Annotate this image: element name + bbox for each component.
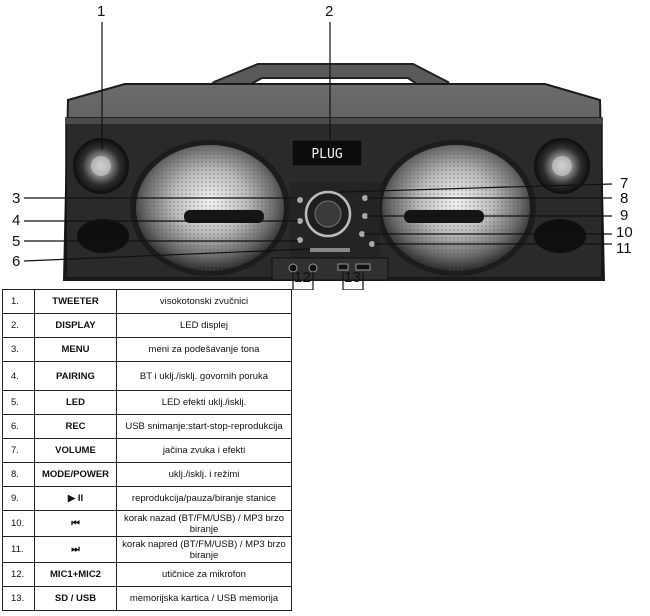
row-number: 3. bbox=[2, 337, 35, 362]
row-number: 10. bbox=[2, 510, 35, 537]
callout-13: 13 bbox=[344, 269, 361, 286]
row-number: 8. bbox=[2, 462, 35, 487]
row-number: 9. bbox=[2, 486, 35, 511]
prev-button[interactable] bbox=[359, 231, 365, 237]
tweeter-left bbox=[73, 138, 129, 194]
callout-12: 12 bbox=[294, 269, 311, 286]
table-row: 7. VOLUME jačina zvuka i efekti bbox=[2, 438, 292, 463]
menu-button[interactable] bbox=[297, 197, 303, 203]
callout-8: 8 bbox=[620, 190, 629, 207]
row-desc: meni za podešavanje tona bbox=[116, 337, 292, 362]
play-pause-button[interactable] bbox=[362, 213, 368, 219]
mode-power-button[interactable] bbox=[362, 195, 368, 201]
callout-2: 2 bbox=[325, 3, 334, 20]
row-name: ▶ II bbox=[34, 486, 117, 511]
row-number: 6. bbox=[2, 414, 35, 439]
row-name: MODE/POWER bbox=[34, 462, 117, 487]
callout-5: 5 bbox=[12, 233, 21, 250]
table-row: 12. MIC1+MIC2 utičnice za mikrofon bbox=[2, 562, 292, 587]
table-row: 3. MENU meni za podešavanje tona bbox=[2, 337, 292, 362]
rec-button[interactable] bbox=[310, 248, 350, 252]
callout-10: 10 bbox=[616, 224, 633, 241]
product-figure: PLUG bbox=[0, 0, 650, 304]
row-name: LED bbox=[34, 390, 117, 415]
row-desc: korak nazad (BT/FM/USB) / MP3 brzo biran… bbox=[116, 510, 292, 537]
bass-port-left bbox=[77, 219, 129, 253]
row-name: TWEETER bbox=[34, 289, 117, 314]
callout-11: 11 bbox=[616, 240, 632, 257]
row-desc: uklj./isklj. i režimi bbox=[116, 462, 292, 487]
row-number: 11. bbox=[2, 536, 35, 563]
row-name: REC bbox=[34, 414, 117, 439]
row-desc: jačina zvuka i efekti bbox=[116, 438, 292, 463]
led-display: PLUG bbox=[291, 139, 363, 167]
table-row: 13. SD / USB memorijska kartica / USB me… bbox=[2, 586, 292, 611]
speaker-illustration: PLUG bbox=[23, 22, 613, 304]
row-desc: reprodukcija/pauza/biranje stanice bbox=[116, 486, 292, 511]
usb-port[interactable] bbox=[355, 263, 371, 271]
callout-1: 1 bbox=[97, 3, 106, 20]
row-name: VOLUME bbox=[34, 438, 117, 463]
row-desc: USB snimanje:start-stop-reprodukcija bbox=[116, 414, 292, 439]
table-row: 4. PAIRING BT i uklj./isklj. govornih po… bbox=[2, 361, 292, 391]
callout-6: 6 bbox=[12, 253, 21, 270]
callout-3: 3 bbox=[12, 190, 21, 207]
led-button[interactable] bbox=[297, 237, 303, 243]
row-name: MENU bbox=[34, 337, 117, 362]
row-desc: LED displej bbox=[116, 313, 292, 338]
table-row: 2. DISPLAY LED displej bbox=[2, 313, 292, 338]
row-number: 2. bbox=[2, 313, 35, 338]
row-desc: korak napred (BT/FM/USB) / MP3 brzo bira… bbox=[116, 536, 292, 563]
table-row: 6. REC USB snimanje:start-stop-reprodukc… bbox=[2, 414, 292, 439]
row-desc: LED efekti uklj./isklj. bbox=[116, 390, 292, 415]
table-row: 11. ⏭ korak napred (BT/FM/USB) / MP3 brz… bbox=[2, 536, 292, 563]
row-name: DISPLAY bbox=[34, 313, 117, 338]
row-desc: BT i uklj./isklj. govornih poruka bbox=[116, 361, 292, 391]
row-desc: visokotonski zvučnici bbox=[116, 289, 292, 314]
controls-table: 1. TWEETER visokotonski zvučnici 2. DISP… bbox=[2, 289, 292, 611]
table-row: 5. LED LED efekti uklj./isklj. bbox=[2, 390, 292, 415]
row-number: 4. bbox=[2, 361, 35, 391]
table-row: 1. TWEETER visokotonski zvučnici bbox=[2, 289, 292, 314]
row-number: 5. bbox=[2, 390, 35, 415]
row-desc: memorijska kartica / USB memorija bbox=[116, 586, 292, 611]
pairing-button[interactable] bbox=[297, 218, 303, 224]
sd-slot[interactable] bbox=[337, 263, 349, 271]
row-name: PAIRING bbox=[34, 361, 117, 391]
callout-4: 4 bbox=[12, 212, 21, 229]
display-text: PLUG bbox=[311, 147, 342, 162]
woofer-left bbox=[130, 140, 290, 276]
io-panel bbox=[271, 257, 389, 281]
table-row: 10. ⏮ korak nazad (BT/FM/USB) / MP3 brzo… bbox=[2, 510, 292, 537]
table-row: 9. ▶ II reprodukcija/pauza/biranje stani… bbox=[2, 486, 292, 511]
row-number: 1. bbox=[2, 289, 35, 314]
row-number: 7. bbox=[2, 438, 35, 463]
next-button[interactable] bbox=[369, 241, 375, 247]
callout-7: 7 bbox=[620, 175, 629, 192]
tweeter-right bbox=[534, 138, 590, 194]
row-name: ⏭ bbox=[34, 536, 117, 563]
bass-port-right bbox=[534, 219, 586, 253]
row-number: 12. bbox=[2, 562, 35, 587]
control-panel bbox=[290, 182, 380, 262]
row-number: 13. bbox=[2, 586, 35, 611]
leader-lines bbox=[23, 22, 613, 304]
row-desc: utičnice za mikrofon bbox=[116, 562, 292, 587]
table-row: 8. MODE/POWER uklj./isklj. i režimi bbox=[2, 462, 292, 487]
row-name: ⏮ bbox=[34, 510, 117, 537]
callout-9: 9 bbox=[620, 207, 629, 224]
row-name: SD / USB bbox=[34, 586, 117, 611]
woofer-right bbox=[376, 140, 536, 276]
row-name: MIC1+MIC2 bbox=[34, 562, 117, 587]
